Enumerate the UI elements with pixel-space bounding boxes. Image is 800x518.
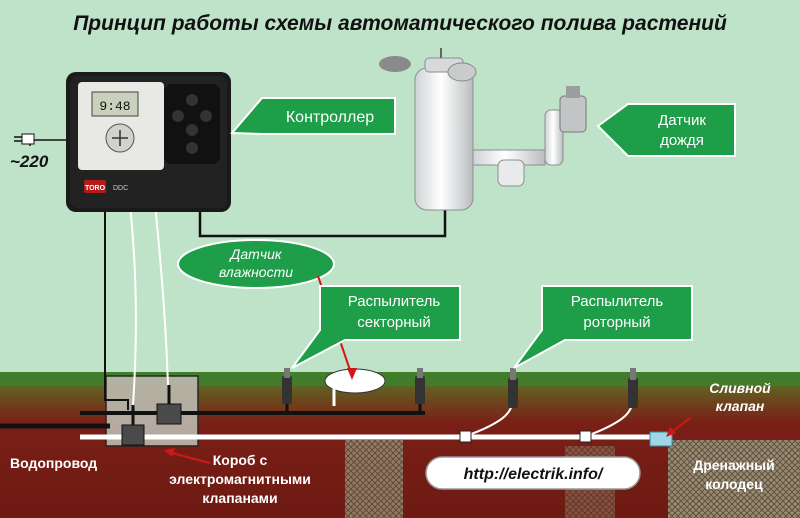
label-sector-2: секторный bbox=[357, 314, 430, 331]
controller-device: 9:48 TORO DDC bbox=[66, 72, 231, 212]
url-text[interactable]: http://electrik.info/ bbox=[464, 466, 604, 483]
label-drain-valve-2: клапан bbox=[716, 398, 765, 414]
controller-button[interactable] bbox=[186, 142, 198, 154]
controller-button[interactable] bbox=[200, 110, 212, 122]
model-label: DDC bbox=[113, 185, 128, 192]
label-humidity-1: Датчик bbox=[229, 246, 283, 262]
callout-humidity-sensor: Датчик влажности bbox=[177, 239, 357, 380]
label-rotor-1: Распылитель bbox=[571, 293, 664, 310]
label-sector-1: Распылитель bbox=[348, 293, 441, 310]
controller-button[interactable] bbox=[186, 124, 198, 136]
power-plug-icon bbox=[14, 133, 66, 146]
label-humidity-2: влажности bbox=[219, 264, 293, 280]
label-rain-sensor-2: дождя bbox=[660, 132, 704, 149]
label-valve-box-2: электромагнитными bbox=[169, 471, 311, 487]
label-rain-sensor-1: Датчик bbox=[658, 112, 706, 129]
label-valve-box-3: клапанами bbox=[202, 490, 277, 506]
wire bbox=[129, 204, 137, 406]
callout-rotor-sprinkler: Распылитель роторный bbox=[513, 285, 693, 369]
callout-rain-sensor: Датчик дождя bbox=[596, 103, 736, 157]
solenoid-valve bbox=[121, 424, 145, 446]
sector-sprinkler bbox=[415, 368, 425, 413]
valve-box-pointer-arrow bbox=[167, 451, 211, 464]
label-drain-valve-1: Сливной bbox=[709, 380, 771, 396]
label-controller: Контроллер bbox=[286, 109, 374, 126]
callout-controller: Контроллер bbox=[229, 97, 396, 135]
url-badge[interactable]: http://electrik.info/ bbox=[425, 456, 641, 490]
solenoid-valve bbox=[156, 403, 182, 425]
wire bbox=[154, 204, 169, 386]
controller-button[interactable] bbox=[186, 94, 198, 106]
label-water-supply: Водопровод bbox=[10, 455, 97, 471]
page-title: Принцип работы схемы автоматического пол… bbox=[73, 12, 727, 35]
rain-sensor-device bbox=[379, 48, 587, 211]
controller-button[interactable] bbox=[172, 110, 184, 122]
grass-strip bbox=[0, 372, 800, 386]
label-drain-well-1: Дренажный bbox=[693, 457, 775, 473]
rotor-sprinkler bbox=[579, 368, 638, 443]
power-label: ~220 bbox=[10, 152, 49, 171]
label-drain-well-2: колодец bbox=[705, 476, 763, 492]
wire bbox=[104, 205, 129, 410]
label-rotor-2: роторный bbox=[583, 314, 650, 331]
label-valve-box-1: Короб с bbox=[213, 452, 268, 468]
rain-sensor-wire bbox=[198, 210, 447, 238]
display-time: 9:48 bbox=[99, 99, 130, 114]
sector-sprinkler bbox=[282, 368, 292, 413]
gravel-block bbox=[345, 440, 403, 518]
rotor-sprinkler bbox=[459, 368, 518, 443]
drain-well bbox=[668, 440, 800, 518]
callout-sector-sprinkler: Распылитель секторный bbox=[291, 285, 461, 369]
brand-logo: TORO bbox=[85, 185, 106, 192]
drain-valve bbox=[649, 431, 673, 447]
